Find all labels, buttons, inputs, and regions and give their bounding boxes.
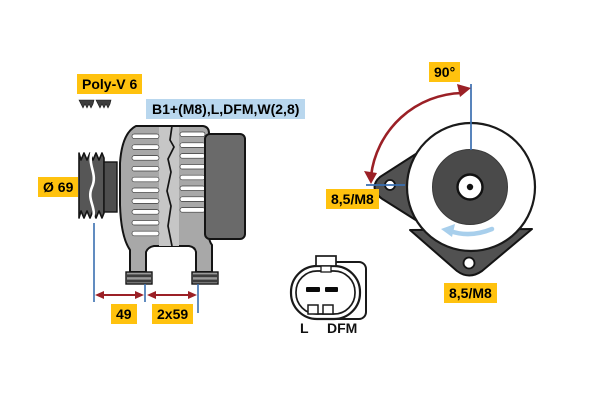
rear-view	[364, 84, 537, 277]
connector-pins	[306, 287, 338, 292]
mounting-foot-left	[125, 271, 153, 285]
dimension-49-label: 49	[111, 304, 137, 324]
housing-center-band	[159, 127, 179, 246]
rear-cover	[204, 133, 246, 240]
pulley-diameter-label: Ø 69	[38, 177, 79, 197]
belt-type-label: Poly-V 6	[77, 74, 143, 94]
side-view	[78, 99, 246, 313]
mount-hole-bottom	[462, 256, 476, 270]
mounting-foot-right	[191, 271, 219, 285]
connector-top-notch	[320, 265, 332, 273]
shaft-center-dot	[466, 183, 474, 191]
connector-detail	[289, 255, 367, 321]
dimension-extension-lines	[93, 223, 199, 313]
cooling-fins-right	[179, 131, 206, 213]
connector-top-tab	[315, 255, 337, 267]
dimension-arrows	[95, 291, 197, 299]
mount-hole-bottom-label: 8,5/M8	[444, 283, 497, 303]
belt-profile-icon	[78, 99, 112, 109]
counterclockwise-rotation-arrow-icon	[441, 224, 495, 237]
angle-arc	[364, 84, 471, 184]
angle-90-label: 90°	[429, 62, 461, 82]
mount-hole-left-label: 8,5/M8	[326, 189, 379, 209]
connector-pin-l-label: L	[300, 320, 309, 336]
connector-bottom-notches	[307, 304, 334, 315]
dimension-2x59-label: 2x59	[152, 304, 194, 324]
cooling-fins-left	[131, 133, 160, 237]
housing-split-line	[166, 125, 175, 247]
angle-reference-lines	[366, 84, 472, 186]
connector-pin-dfm-label: DFM	[327, 320, 358, 336]
terminal-code-label: B1+(M8),L,DFM,W(2,8)	[146, 99, 306, 119]
pulley-hub-flange	[103, 161, 118, 213]
pulley	[78, 149, 118, 223]
pulley-break-line	[89, 149, 96, 223]
